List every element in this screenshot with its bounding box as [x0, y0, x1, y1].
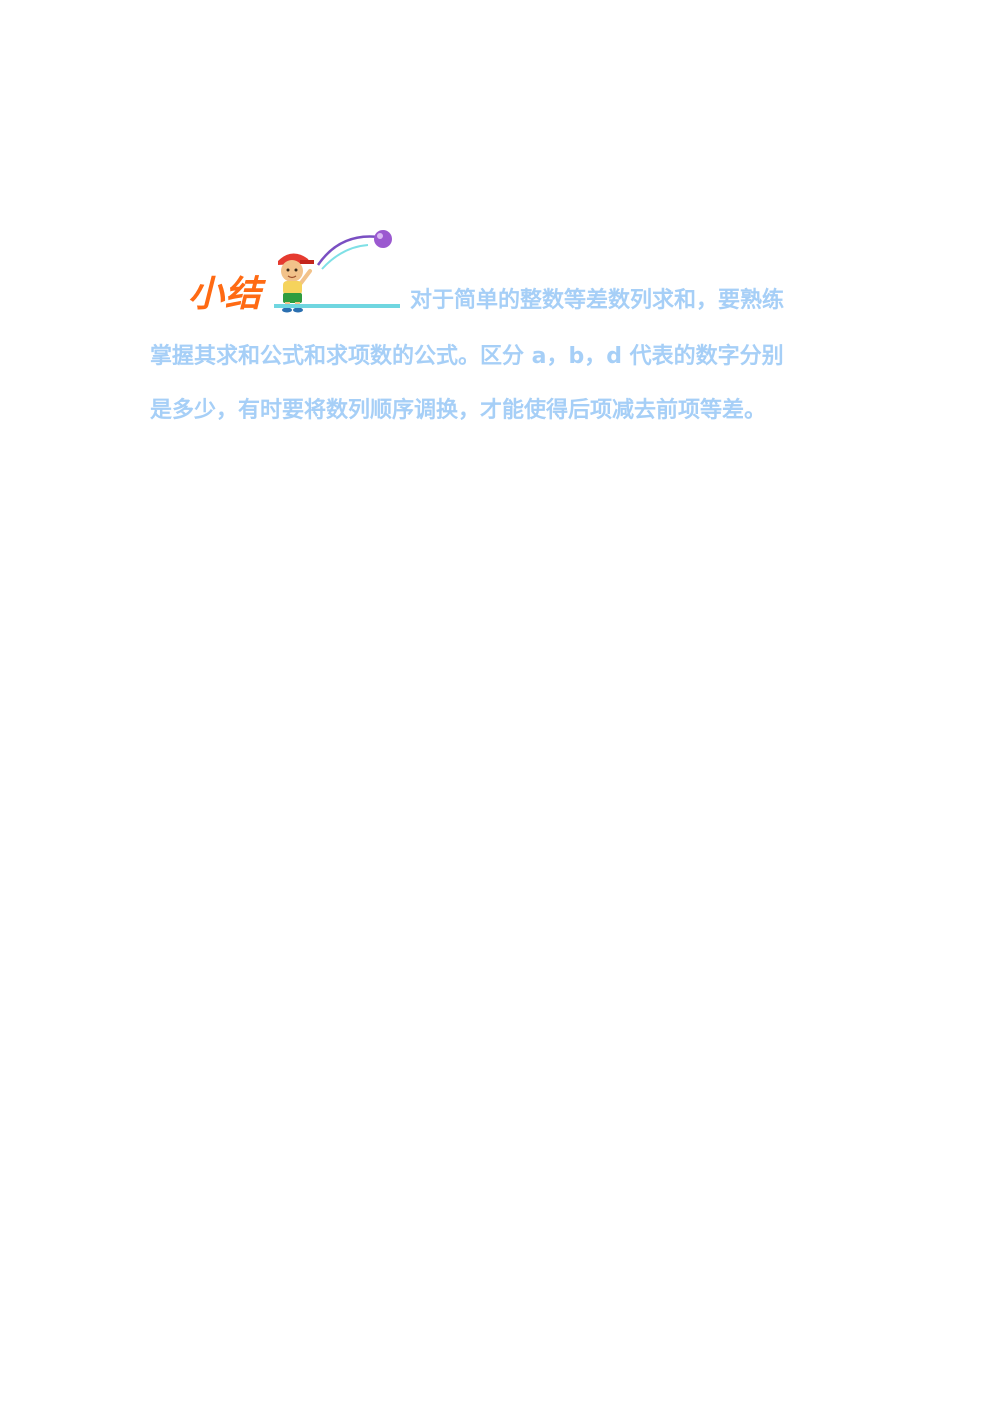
summary-heading: 小结	[188, 274, 263, 315]
boy-throwing-ball-icon	[274, 230, 400, 313]
summary-section: 小结 对于简单的整数等差数列求和，要熟练 掌握其求和公式和求项数的公式。区分 a…	[150, 225, 850, 440]
summary-text-line: 对于简单的整数等差数列求和，要熟练	[410, 288, 785, 313]
summary-text-line: 是多少，有时要将数列顺序调换，才能使得后项减去前项等差。	[150, 398, 767, 423]
summary-text-line: 掌握其求和公式和求项数的公式。区分 a，b，d 代表的数字分别	[150, 344, 784, 369]
